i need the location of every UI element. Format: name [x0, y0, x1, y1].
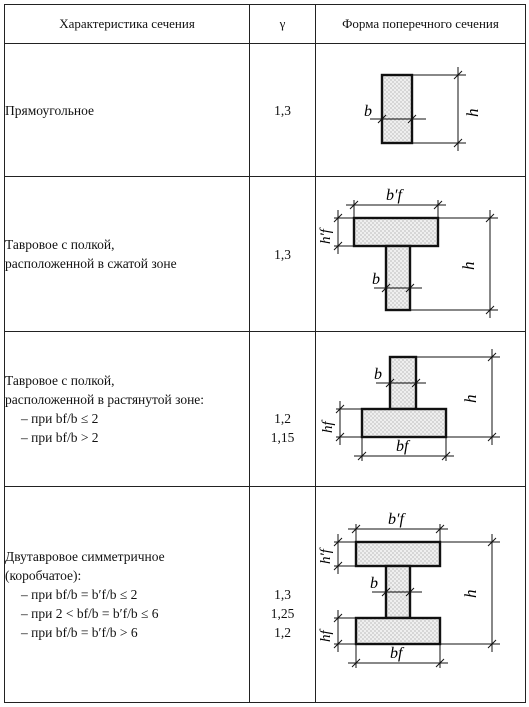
gamma-value: 1,3 — [274, 587, 291, 602]
label-b: b — [372, 271, 380, 288]
label-bf: bf — [396, 438, 411, 455]
gamma-value: 1,2 — [274, 625, 291, 640]
flange — [360, 407, 448, 438]
label-h: h — [461, 394, 480, 403]
label-bf: bf — [390, 645, 405, 662]
section-figure-cell: b′f h′f b — [315, 486, 526, 703]
case-condition: – при bf/b = b′f/b > 6 — [21, 625, 138, 640]
top-flange — [354, 540, 442, 567]
row-title: Прямоугольное — [5, 102, 95, 118]
t-section-compressed-diagram: b′f h′f b — [318, 187, 498, 318]
case-condition: – при 2 < bf/b = b′f/b ≤ 6 — [21, 606, 159, 621]
label-b: b — [374, 366, 382, 383]
t-section-tension-diagram: b hf bf — [320, 348, 500, 461]
label-hf-prime: h′f — [318, 547, 334, 564]
row-gamma: . . 1,2 1,15 — [249, 331, 316, 487]
coefficient-table: Характеристика сечения γ Форма поперечно… — [4, 4, 526, 703]
row-title-line-1: Двутавровое симметричное — [5, 549, 165, 564]
case-condition: – при bf/b > 2 — [21, 430, 99, 445]
label-h: h — [461, 589, 480, 598]
label-h: h — [459, 261, 478, 270]
row-description: Двутавровое симметричное (коробчатое): –… — [4, 486, 250, 703]
flange — [352, 216, 440, 247]
row-title-line-1: Тавровое с полкой, — [5, 237, 115, 252]
row-gamma: . . 1,3 1,25 1,2 — [249, 486, 316, 703]
table-row: Тавровое с полкой, расположенной в растя… — [4, 331, 526, 487]
row-gamma: 1,3 — [249, 43, 316, 177]
section-figure-cell: b h — [315, 43, 526, 177]
label-bf-prime: b′f — [388, 511, 407, 528]
table-header-row: Характеристика сечения γ Форма поперечно… — [4, 4, 526, 44]
gamma-value: 1,2 — [274, 411, 291, 426]
table-row: Тавровое с полкой, расположенной в сжато… — [4, 176, 526, 332]
row-title-line-2: расположенной в сжатой зоне — [5, 256, 177, 271]
table-row: Двутавровое симметричное (коробчатое): –… — [4, 486, 526, 703]
row-title-line-2: расположенной в растянутой зоне: — [5, 392, 205, 407]
bottom-flange — [354, 616, 442, 645]
label-hf: hf — [318, 628, 334, 642]
section-figure-cell: b hf bf — [315, 331, 526, 487]
label-bf-prime: b′f — [386, 187, 405, 204]
header-characteristic: Характеристика сечения — [4, 4, 250, 44]
gamma-value: 1,15 — [270, 430, 295, 445]
label-hf-prime: h′f — [318, 227, 334, 244]
gamma-value: 1,3 — [274, 246, 291, 262]
rectangular-section-diagram: b h — [364, 66, 482, 151]
header-gamma: γ — [249, 4, 316, 44]
label-b: b — [370, 575, 378, 592]
row-description: Прямоугольное — [4, 43, 250, 177]
row-title-line-2: (коробчатое): — [5, 568, 82, 583]
row-description: Тавровое с полкой, расположенной в сжато… — [4, 176, 250, 332]
case-condition: – при bf/b = b′f/b ≤ 2 — [21, 587, 138, 602]
i-section-diagram: b′f h′f b — [318, 511, 500, 668]
row-title-line-1: Тавровое с полкой, — [5, 373, 115, 388]
label-hf: hf — [320, 419, 336, 433]
label-h: h — [463, 108, 482, 117]
table-row: Прямоугольное 1,3 — [4, 43, 526, 177]
row-description: Тавровое с полкой, расположенной в растя… — [4, 331, 250, 487]
gamma-value: 1,25 — [270, 606, 295, 621]
case-condition: – при bf/b ≤ 2 — [21, 411, 99, 426]
web — [384, 244, 412, 311]
gamma-value: 1,3 — [274, 102, 291, 118]
row-gamma: 1,3 — [249, 176, 316, 332]
label-b: b — [364, 103, 372, 120]
header-shape: Форма поперечного сечения — [315, 4, 526, 44]
rectangular-section — [380, 73, 414, 144]
section-figure-cell: b′f h′f b — [315, 176, 526, 332]
